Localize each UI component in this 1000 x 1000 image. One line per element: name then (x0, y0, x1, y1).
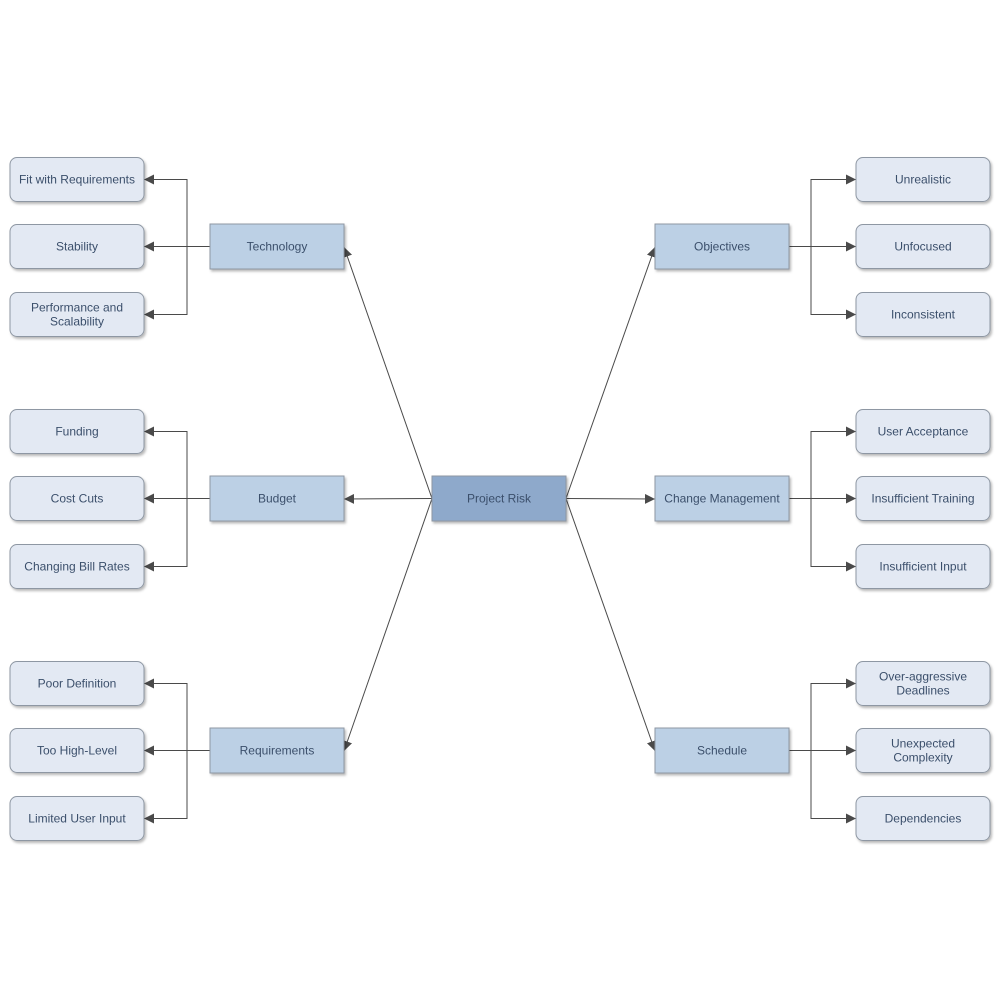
leaf-user-acceptance-label: User Acceptance (878, 425, 969, 439)
leaf-insufficient-input-shape (855, 544, 991, 589)
branch-objectives-shape (654, 223, 790, 270)
leaf-funding: Funding (9, 409, 145, 454)
leaf-too-high-level-label: Too High-Level (37, 744, 117, 758)
leaf-unfocused-label: Unfocused (894, 240, 951, 254)
leaf-changing-bill-rates-shape (9, 544, 145, 589)
connector-technology-to-performance-and-scalability (144, 246, 188, 320)
leaf-user-acceptance: User Acceptance (855, 409, 991, 454)
connector-center-to-schedule (565, 498, 657, 752)
connector-change-management-to-insufficient-input (810, 498, 856, 572)
branch-change-management-label: Change Management (664, 492, 780, 506)
branch-requirements: Requirements (209, 727, 345, 774)
leaf-unexpected-complexity-shape (855, 728, 991, 773)
leaf-funding-shape (9, 409, 145, 454)
leaf-changing-bill-rates: Changing Bill Rates (9, 544, 145, 589)
connector-center-to-technology (342, 246, 433, 499)
leaf-dependencies-label: Dependencies (885, 812, 962, 826)
branch-technology: Technology (209, 223, 345, 270)
branch-objectives: Objectives (654, 223, 790, 270)
connector-technology-to-fit-with-requirements (144, 174, 188, 247)
leaf-unexpected-complexity-label: Complexity (893, 751, 952, 765)
connector-schedule-to-dependencies (810, 750, 856, 824)
leaf-unrealistic-shape (855, 157, 991, 202)
leaf-unexpected-complexity-label: Unexpected (891, 737, 955, 751)
leaf-fit-with-requirements-shape (9, 157, 145, 202)
leaf-performance-and-scalability-label: Performance and (31, 301, 123, 315)
leaf-fit-with-requirements-label: Fit with Requirements (19, 173, 135, 187)
branch-objectives-label: Objectives (694, 240, 750, 254)
branch-budget-label: Budget (258, 492, 297, 506)
center-node-project-risk: Project Risk (431, 475, 567, 522)
branch-schedule-label: Schedule (697, 744, 747, 758)
leaf-insufficient-training: Insufficient Training (855, 476, 991, 521)
connector-center-to-budget (343, 493, 433, 504)
branch-technology-shape (209, 223, 345, 270)
branch-budget: Budget (209, 475, 345, 522)
leaf-poor-definition-shape (9, 661, 145, 706)
leaf-inconsistent-shape (855, 292, 991, 337)
connector-center-to-objectives (565, 246, 657, 499)
connector-schedule-to-over-aggressive-deadlines (810, 678, 856, 751)
leaf-cost-cuts: Cost Cuts (9, 476, 145, 521)
leaf-performance-and-scalability-shape (9, 292, 145, 337)
center-node-project-risk-shape (431, 475, 567, 522)
leaf-dependencies-shape (855, 796, 991, 841)
leaf-performance-and-scalability-label: Scalability (50, 315, 104, 329)
leaf-stability-shape (9, 224, 145, 269)
leaf-over-aggressive-deadlines-shape (855, 661, 991, 706)
connector-center-to-requirements (342, 498, 433, 752)
branch-change-management-shape (654, 475, 790, 522)
leaf-stability-label: Stability (56, 240, 98, 254)
leaf-insufficient-training-label: Insufficient Training (871, 492, 974, 506)
leaf-too-high-level: Too High-Level (9, 728, 145, 773)
leaf-over-aggressive-deadlines-label: Over-aggressive (879, 670, 967, 684)
leaf-unrealistic-label: Unrealistic (895, 173, 951, 187)
branch-technology-label: Technology (247, 240, 308, 254)
leaf-inconsistent: Inconsistent (855, 292, 991, 337)
leaf-unrealistic: Unrealistic (855, 157, 991, 202)
branch-budget-shape (209, 475, 345, 522)
leaf-poor-definition-label: Poor Definition (38, 677, 117, 691)
leaf-limited-user-input-shape (9, 796, 145, 841)
leaf-insufficient-input-label: Insufficient Input (879, 560, 967, 574)
branch-schedule: Schedule (654, 727, 790, 774)
connector-requirements-to-limited-user-input (144, 750, 188, 824)
connector-budget-to-changing-bill-rates (144, 498, 188, 572)
nodes: Project Risk Technology Fit with Requireme… (9, 157, 991, 841)
branch-requirements-label: Requirements (240, 744, 315, 758)
leaf-stability: Stability (9, 224, 145, 269)
leaf-user-acceptance-shape (855, 409, 991, 454)
leaf-unfocused: Unfocused (855, 224, 991, 269)
leaf-cost-cuts-shape (9, 476, 145, 521)
leaf-insufficient-training-shape (855, 476, 991, 521)
leaf-poor-definition: Poor Definition (9, 661, 145, 706)
leaf-funding-label: Funding (55, 425, 98, 439)
connectors (144, 174, 856, 824)
leaf-unfocused-shape (855, 224, 991, 269)
leaf-inconsistent-label: Inconsistent (891, 308, 956, 322)
leaf-over-aggressive-deadlines-label: Deadlines (896, 684, 949, 698)
connector-change-management-to-user-acceptance (810, 426, 856, 499)
connector-requirements-to-poor-definition (144, 678, 188, 751)
leaf-limited-user-input-label: Limited User Input (28, 812, 126, 826)
connector-objectives-to-unrealistic (810, 174, 856, 247)
branch-change-management: Change Management (654, 475, 790, 522)
branch-schedule-shape (654, 727, 790, 774)
branch-requirements-shape (209, 727, 345, 774)
connector-objectives-to-inconsistent (810, 246, 856, 320)
leaf-insufficient-input: Insufficient Input (855, 544, 991, 589)
leaf-too-high-level-shape (9, 728, 145, 773)
center-node-project-risk-label: Project Risk (467, 492, 532, 506)
leaf-fit-with-requirements: Fit with Requirements (9, 157, 145, 202)
leaf-cost-cuts-label: Cost Cuts (51, 492, 104, 506)
connector-center-to-change-management (565, 493, 656, 504)
leaf-changing-bill-rates-label: Changing Bill Rates (24, 560, 129, 574)
leaf-dependencies: Dependencies (855, 796, 991, 841)
connector-budget-to-funding (144, 426, 188, 499)
leaf-limited-user-input: Limited User Input (9, 796, 145, 841)
